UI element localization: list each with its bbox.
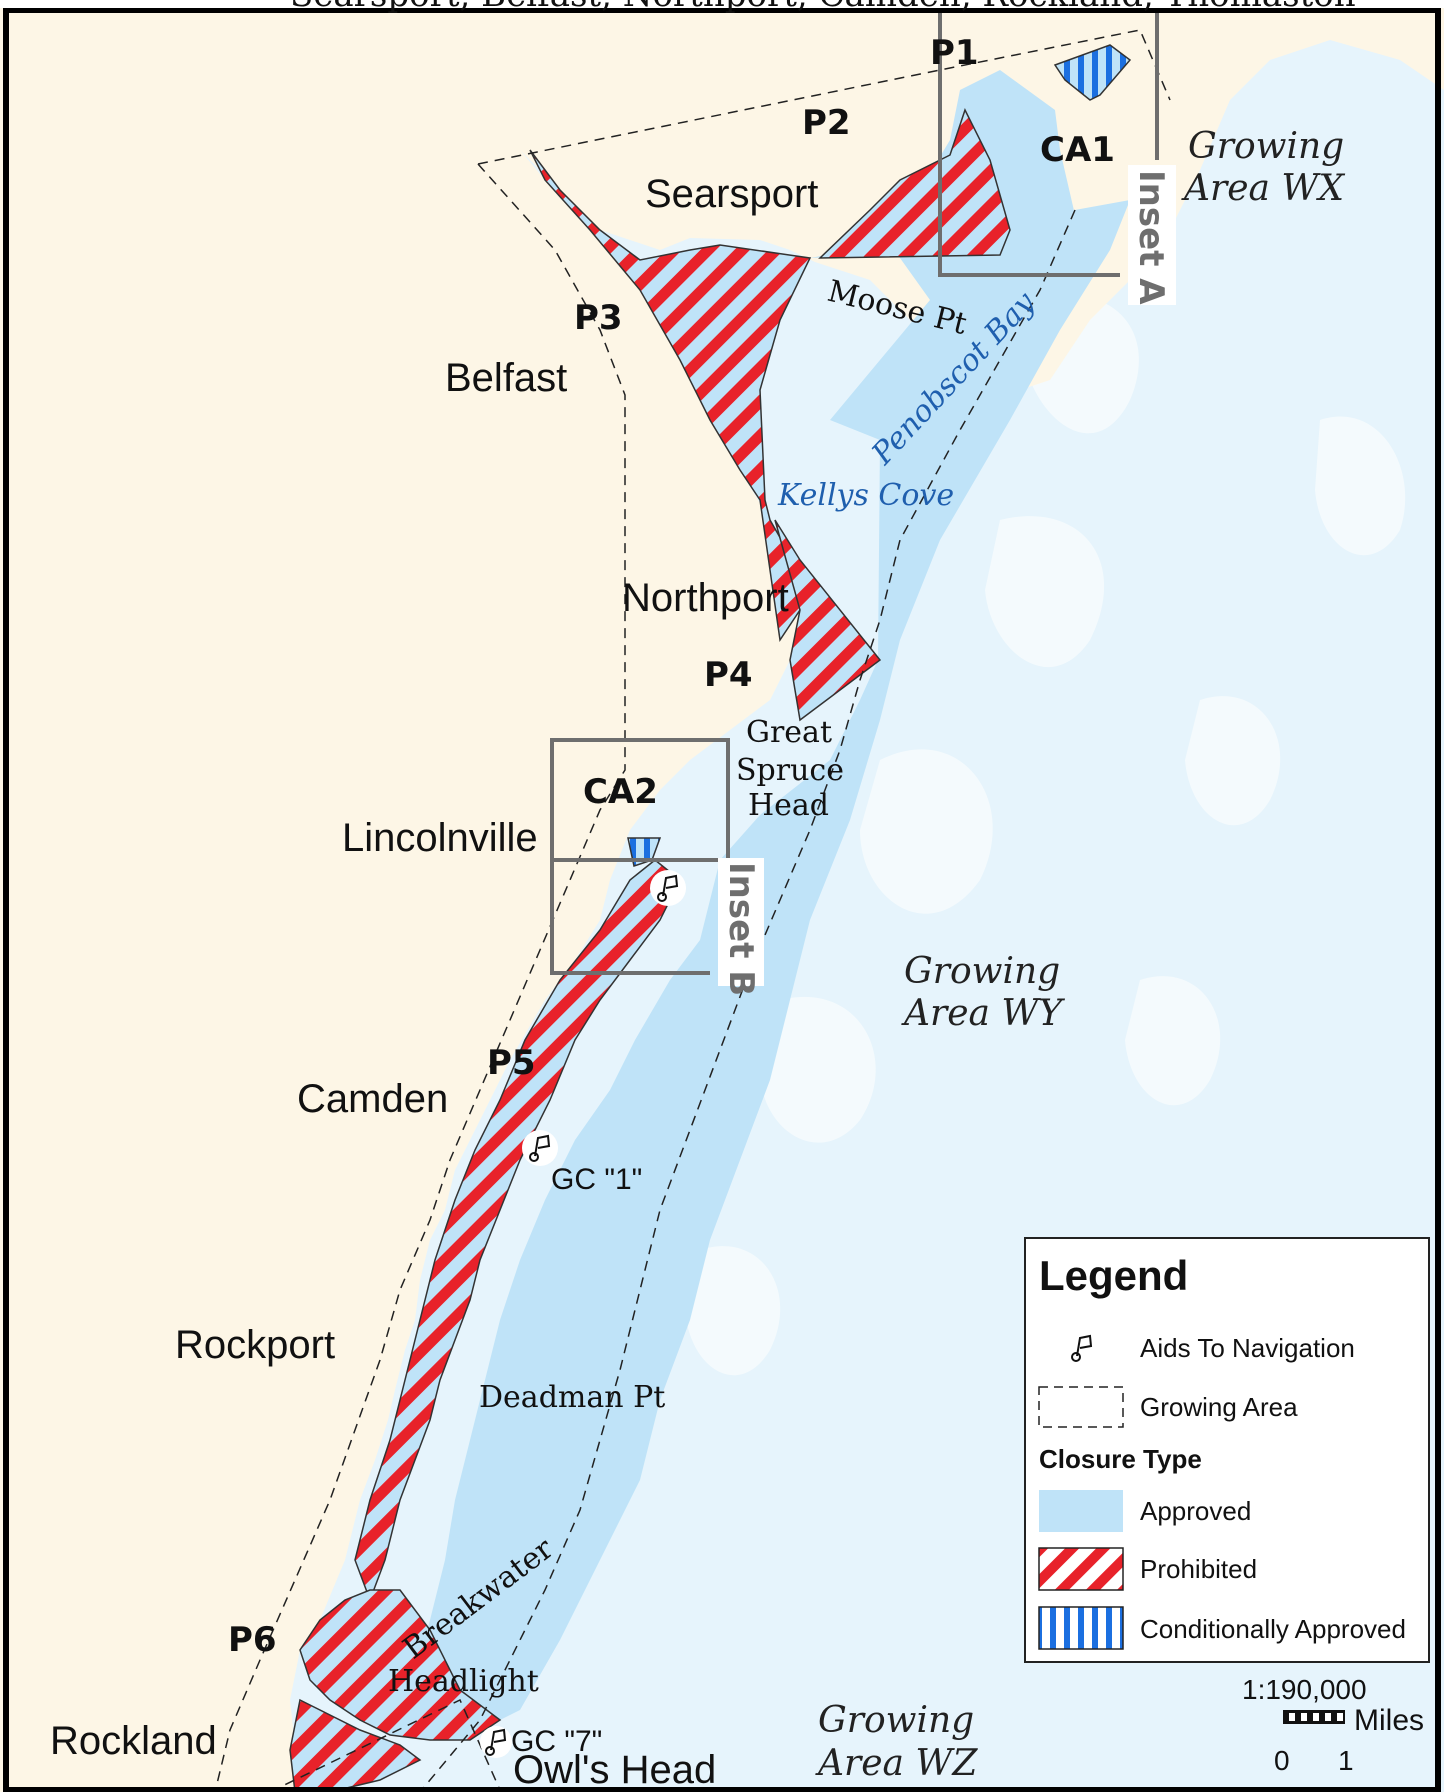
map-frame bbox=[3, 7, 1441, 1792]
legend-growing-swatch bbox=[1038, 1386, 1124, 1428]
label-kellys-cove: Kellys Cove bbox=[777, 478, 954, 513]
label-spruce: Spruce bbox=[736, 753, 844, 788]
inset-b-box bbox=[550, 738, 730, 975]
legend-closure-heading: Closure Type bbox=[1039, 1444, 1202, 1474]
nav-aid-icon bbox=[480, 1726, 512, 1758]
inset-a-label: Inset A bbox=[1131, 170, 1171, 305]
prohibited-areas bbox=[289, 108, 1011, 1792]
growing-wz-line2: Area WZ bbox=[815, 1743, 978, 1784]
legend-conditional-swatch bbox=[1038, 1606, 1124, 1650]
legend-conditional-label: Conditionally Approved bbox=[1140, 1614, 1406, 1644]
label-owls-head: Owl's Head bbox=[513, 1748, 716, 1792]
inset-a-label-bg bbox=[1128, 165, 1176, 305]
legend-title: Legend bbox=[1039, 1252, 1188, 1299]
label-deadman-pt: Deadman Pt bbox=[479, 1380, 665, 1415]
growing-wx-line1: Growing bbox=[1188, 126, 1344, 167]
inset-b-label-bg bbox=[718, 858, 764, 986]
label-rockport: Rockport bbox=[175, 1323, 335, 1367]
label-gc1: GC "1" bbox=[551, 1163, 642, 1196]
growing-area-boundaries bbox=[214, 29, 1171, 1792]
top-caption: Searsport, Belfast, Northport, Camden, R… bbox=[290, 0, 1356, 15]
scale-unit: Miles bbox=[1354, 1704, 1424, 1737]
scale-ratio: 1:190,000 bbox=[1242, 1674, 1367, 1705]
inset-a-box bbox=[938, 0, 1159, 277]
legend-approved-swatch bbox=[1039, 1490, 1123, 1532]
scale-bar: 1:190,000 Miles 0 1 bbox=[1242, 1674, 1424, 1776]
legend-approved-label: Approved bbox=[1140, 1496, 1251, 1526]
scale-tick-1: 1 bbox=[1338, 1745, 1354, 1776]
legend-prohibited-label: Prohibited bbox=[1140, 1554, 1257, 1584]
label-great: Great bbox=[746, 715, 832, 750]
growing-wx-line2: Area WX bbox=[1181, 168, 1345, 209]
code-p2: P2 bbox=[802, 103, 851, 143]
code-p5: P5 bbox=[487, 1043, 536, 1083]
growing-wy-line2: Area WY bbox=[901, 993, 1065, 1034]
label-gc7: GC "7" bbox=[511, 1725, 602, 1758]
code-p6: P6 bbox=[228, 1620, 277, 1660]
label-belfast: Belfast bbox=[445, 356, 567, 400]
label-lincolnville: Lincolnville bbox=[342, 816, 538, 860]
island-shapes bbox=[685, 295, 1406, 1376]
legend: Legend Aids To Navigation Growing Area C… bbox=[1024, 1237, 1430, 1663]
code-p3: P3 bbox=[574, 298, 623, 338]
nav-aid-icon bbox=[650, 870, 686, 906]
inset-b-label: Inset B bbox=[721, 862, 761, 996]
label-headlight: Headlight bbox=[388, 1664, 539, 1699]
code-p1: P1 bbox=[930, 33, 979, 73]
label-camden: Camden bbox=[297, 1077, 448, 1121]
code-ca2: CA2 bbox=[583, 772, 658, 812]
caption-mask bbox=[0, 0, 1444, 8]
nav-aid-icon bbox=[522, 1130, 558, 1166]
nav-aid-icon bbox=[1071, 1334, 1093, 1362]
legend-box bbox=[1024, 1237, 1430, 1663]
growing-wz-line1: Growing bbox=[818, 1700, 974, 1741]
conditional-areas bbox=[627, 44, 1132, 867]
approved-area bbox=[410, 70, 1130, 1735]
label-northport: Northport bbox=[622, 576, 789, 620]
legend-prohibited-swatch bbox=[1038, 1547, 1124, 1591]
scale-tick-0: 0 bbox=[1274, 1745, 1290, 1776]
label-searsport: Searsport bbox=[645, 172, 818, 216]
label-rockland: Rockland bbox=[50, 1719, 217, 1763]
legend-growing-label: Growing Area bbox=[1140, 1392, 1298, 1422]
legend-aids-label: Aids To Navigation bbox=[1140, 1333, 1355, 1363]
code-ca1: CA1 bbox=[1040, 130, 1115, 170]
label-head: Head bbox=[748, 788, 829, 823]
code-p4: P4 bbox=[704, 655, 753, 695]
growing-wy-line1: Growing bbox=[904, 951, 1060, 992]
